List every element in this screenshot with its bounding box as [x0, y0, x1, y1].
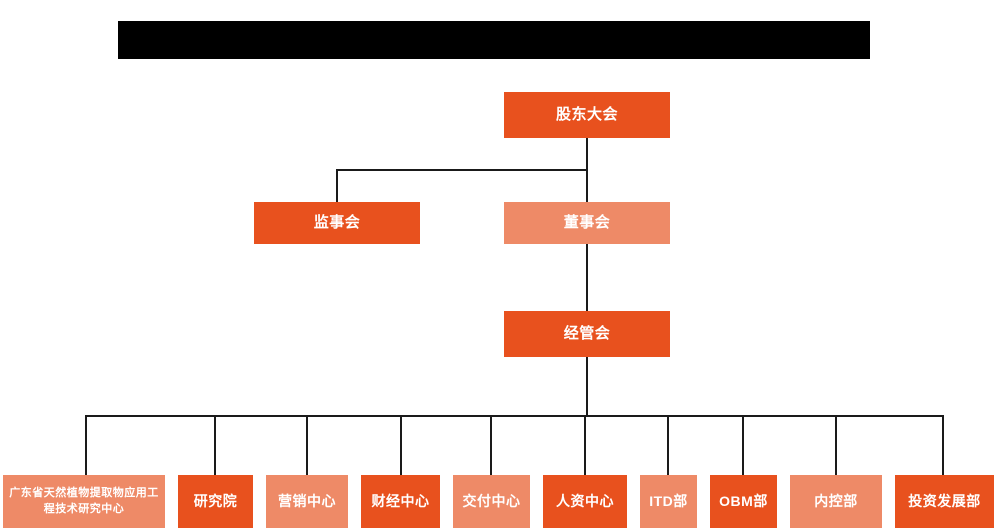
connector-shareholders-down — [586, 138, 588, 170]
node-dept-research-center[interactable]: 广东省天然植物提取物应用工程技术研究中心 — [3, 475, 165, 528]
node-dept-finance-center[interactable]: 财经中心 — [361, 475, 440, 528]
node-dept-obm[interactable]: OBM部 — [710, 475, 777, 528]
node-dept-hr-center[interactable]: 人资中心 — [543, 475, 627, 528]
connector-drop-research-center — [85, 415, 87, 475]
node-dept-marketing-center[interactable]: 营销中心 — [266, 475, 348, 528]
connector-directors-drop — [586, 169, 588, 203]
connector-shareholders-bar — [336, 169, 588, 171]
connector-drop-internal-control-dept — [835, 415, 837, 475]
connector-drop-delivery-center — [490, 415, 492, 475]
node-management-committee[interactable]: 经管会 — [504, 311, 670, 357]
connector-management-down — [586, 357, 588, 416]
node-board-of-directors[interactable]: 董事会 — [504, 202, 670, 244]
connector-drop-research-institute — [214, 415, 216, 475]
connector-drop-obm-dept — [742, 415, 744, 475]
connector-department-bus — [85, 415, 944, 417]
connector-drop-investment-development-dept — [942, 415, 944, 475]
connector-drop-itd-dept — [667, 415, 669, 475]
connector-drop-marketing-center — [306, 415, 308, 475]
node-shareholders-meeting[interactable]: 股东大会 — [504, 92, 670, 138]
node-dept-delivery-center[interactable]: 交付中心 — [453, 475, 530, 528]
node-board-of-supervisors[interactable]: 监事会 — [254, 202, 420, 244]
node-dept-research-institute[interactable]: 研究院 — [178, 475, 253, 528]
connector-drop-hr-center — [584, 415, 586, 475]
node-dept-investment-development[interactable]: 投资发展部 — [895, 475, 994, 528]
redacted-title-bar — [118, 21, 870, 59]
connector-directors-management — [586, 244, 588, 312]
node-dept-internal-control[interactable]: 内控部 — [790, 475, 882, 528]
connector-supervisors-drop — [336, 169, 338, 203]
connector-drop-finance-center — [400, 415, 402, 475]
node-dept-itd[interactable]: ITD部 — [640, 475, 697, 528]
